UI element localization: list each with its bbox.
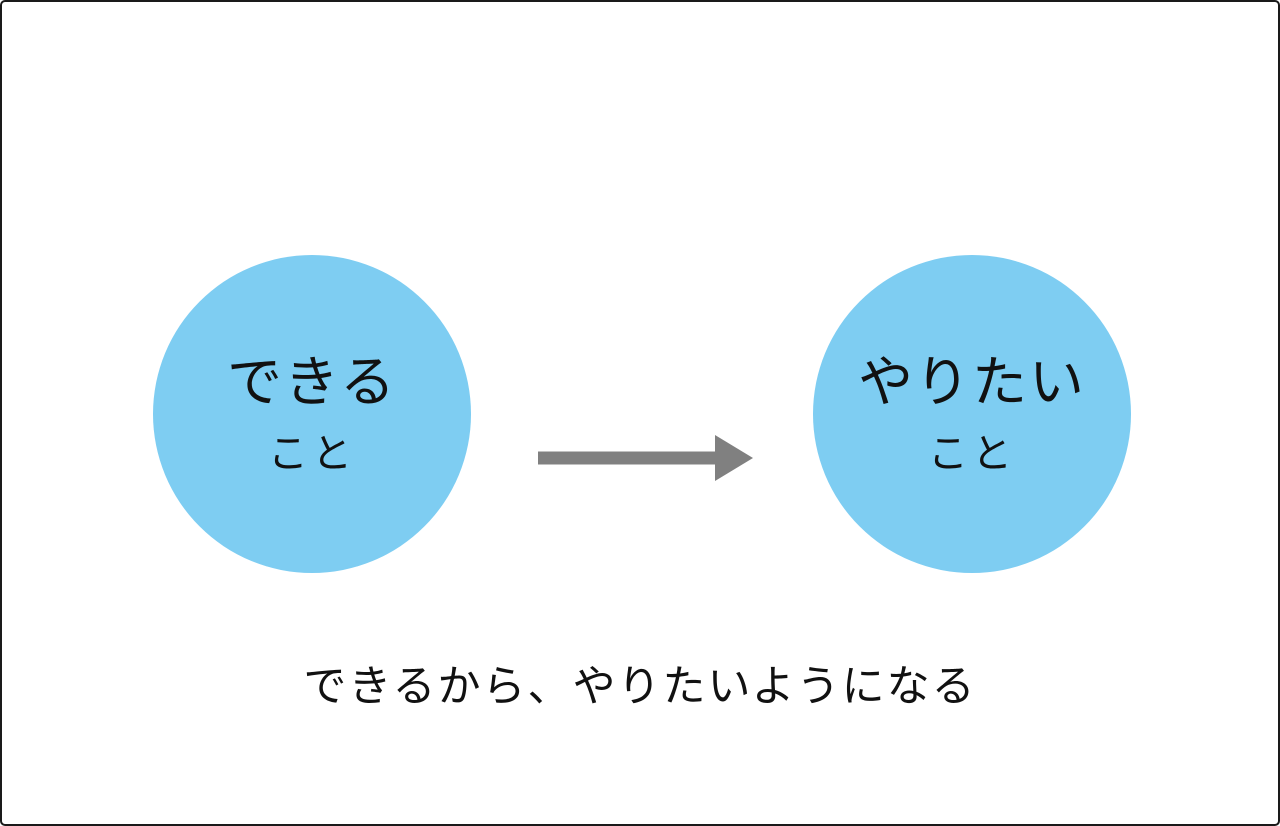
arrow-shaft	[538, 451, 718, 465]
caption-text: できるから、やりたいようになる	[303, 663, 977, 711]
left-circle-label-main: できる	[227, 350, 397, 413]
right-arrow-icon	[538, 435, 753, 481]
right-circle-label-main: やりたい	[857, 350, 1086, 413]
arrow-head	[715, 435, 753, 481]
left-circle: できる こと	[153, 255, 471, 573]
right-circle-label-sub: こと	[928, 431, 1016, 476]
right-circle: やりたい こと	[813, 255, 1131, 573]
left-circle-label-sub: こと	[268, 431, 356, 476]
